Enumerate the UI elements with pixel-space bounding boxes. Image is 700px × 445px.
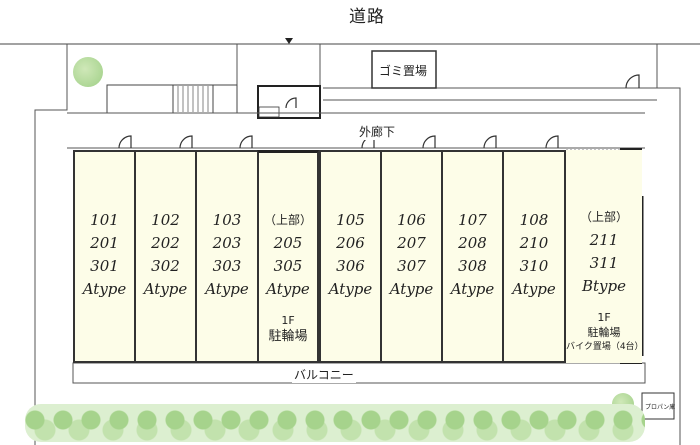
unit-block: 108 210 310 Atype bbox=[502, 150, 566, 363]
unit-block: 106 207 307 Atype bbox=[380, 150, 443, 363]
room-number: 307 bbox=[397, 257, 426, 275]
propane-storage-outline bbox=[641, 392, 675, 420]
room-number: 103 bbox=[212, 211, 242, 229]
room-number: 201 bbox=[90, 234, 119, 252]
unit-type: Atype bbox=[450, 280, 495, 298]
bicycle-parking-label: 駐輪場 bbox=[268, 329, 308, 344]
room-number: 208 bbox=[458, 234, 487, 252]
motorbike-parking-label: バイク置場（4台） bbox=[566, 342, 644, 352]
room-number: 310 bbox=[519, 257, 549, 275]
room-number: 206 bbox=[336, 234, 365, 252]
unit-block: 103 203 303 Atype bbox=[195, 150, 259, 363]
room-number: 207 bbox=[397, 234, 426, 252]
room-number: 302 bbox=[151, 257, 180, 275]
room-number: 205 bbox=[273, 234, 303, 252]
floor-note: 1F bbox=[281, 314, 295, 327]
room-number: 106 bbox=[397, 211, 426, 229]
hedge bbox=[25, 404, 645, 442]
room-number: 107 bbox=[458, 211, 487, 229]
unit-type: Atype bbox=[328, 280, 373, 298]
road-label: 道路 bbox=[349, 7, 385, 27]
room-number: 105 bbox=[336, 211, 365, 229]
room-number: 202 bbox=[151, 234, 180, 252]
garbage-area-outline bbox=[371, 50, 437, 89]
tree-icon bbox=[73, 57, 103, 87]
room-number: 303 bbox=[212, 257, 242, 275]
unit-block: （上部） 211 311 Btype 1F 駐輪場 バイク置場（4台） bbox=[566, 150, 644, 363]
unit-block: 102 202 302 Atype bbox=[134, 150, 197, 363]
room-number: 301 bbox=[90, 257, 119, 275]
unit-type: Atype bbox=[205, 280, 249, 298]
room-number: 210 bbox=[519, 234, 549, 252]
room-number: 311 bbox=[589, 254, 619, 272]
room-number: 306 bbox=[336, 257, 365, 275]
unit-block: 107 208 308 Atype bbox=[441, 150, 504, 363]
room-number: 305 bbox=[273, 257, 303, 275]
unit-block: 101 201 301 Atype bbox=[73, 150, 136, 363]
upper-floor-label: （上部） bbox=[579, 210, 628, 224]
room-number: 108 bbox=[519, 211, 549, 229]
room-number: 102 bbox=[151, 211, 180, 229]
room-number: 203 bbox=[212, 234, 242, 252]
balcony-label: バルコニー bbox=[292, 366, 356, 383]
propane-label: プロパン庫 bbox=[645, 404, 676, 411]
garbage-area-label: ゴミ置場 bbox=[379, 64, 428, 78]
unit-type: Atype bbox=[82, 280, 127, 298]
unit-block: （上部） 205 305 Atype 1F 駐輪場 bbox=[257, 150, 319, 363]
upper-floor-label: （上部） bbox=[263, 213, 312, 227]
room-number: 101 bbox=[90, 211, 119, 229]
floor-note: 1F bbox=[597, 311, 611, 324]
mailbox bbox=[258, 106, 280, 118]
unit-type: Atype bbox=[266, 280, 310, 298]
unit-type: Btype bbox=[581, 277, 626, 295]
corridor-label: 外廊下 bbox=[357, 123, 398, 140]
unit-type: Atype bbox=[512, 280, 556, 298]
room-number: 211 bbox=[589, 231, 619, 249]
room-number: 308 bbox=[458, 257, 487, 275]
unit-block: 105 206 306 Atype bbox=[319, 150, 382, 363]
entrance-marker bbox=[285, 38, 293, 44]
bicycle-parking-label: 駐輪場 bbox=[587, 326, 621, 339]
unit-type: Atype bbox=[389, 280, 434, 298]
unit-type: Atype bbox=[143, 280, 188, 298]
